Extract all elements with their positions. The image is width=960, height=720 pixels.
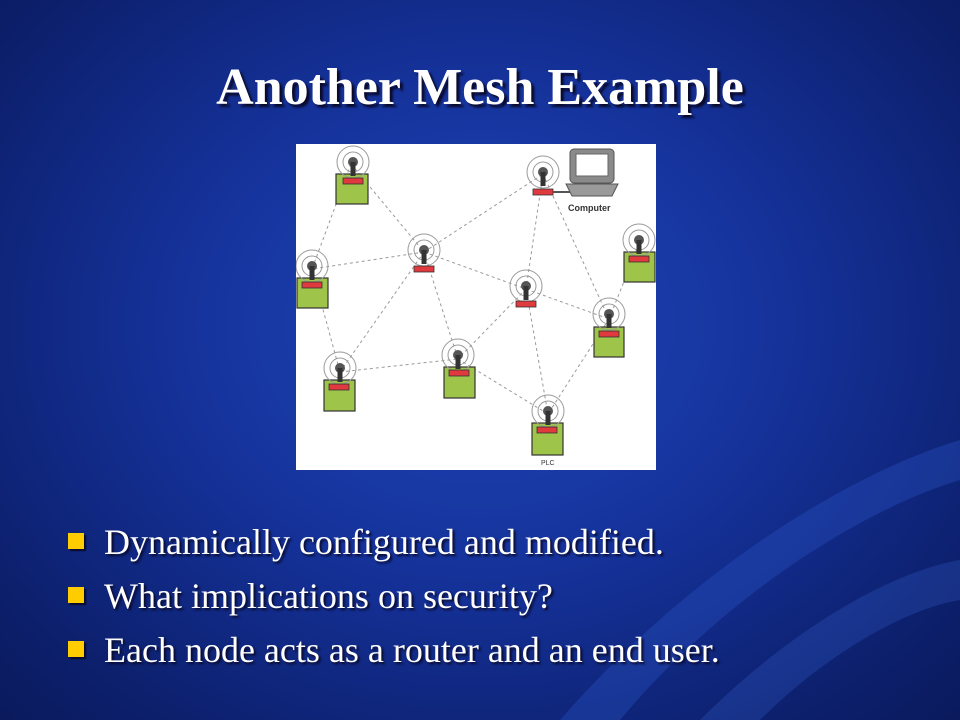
computer-label: Computer xyxy=(568,203,611,213)
bullet-text: Each node acts as a router and an end us… xyxy=(104,630,720,670)
node-box xyxy=(335,145,370,205)
node-box xyxy=(441,338,476,399)
bullet-list: Dynamically configured and modified. Wha… xyxy=(68,518,720,680)
bullet-square-icon xyxy=(68,533,84,549)
bullet-text: What implications on security? xyxy=(104,576,553,616)
bullet-square-icon xyxy=(68,587,84,603)
plc-label: PLC xyxy=(541,460,555,467)
computer-icon xyxy=(553,148,619,197)
bullet-item: What implications on security? xyxy=(68,572,720,620)
node-box-plc xyxy=(531,394,565,456)
bullet-item: Each node acts as a router and an end us… xyxy=(68,626,720,674)
node-router xyxy=(509,269,543,308)
mesh-network-svg: Computer xyxy=(295,145,656,467)
bullet-square-icon xyxy=(68,641,84,657)
node-router xyxy=(526,155,560,196)
node-router xyxy=(407,233,441,273)
node-box xyxy=(592,297,626,358)
node-box xyxy=(622,223,656,283)
mesh-network-diagram: Computer xyxy=(295,144,656,470)
node-box xyxy=(323,351,357,412)
bullet-item: Dynamically configured and modified. xyxy=(68,518,720,566)
node-box xyxy=(295,249,329,309)
bullet-text: Dynamically configured and modified. xyxy=(104,522,664,562)
slide-title: Another Mesh Example xyxy=(216,59,744,116)
